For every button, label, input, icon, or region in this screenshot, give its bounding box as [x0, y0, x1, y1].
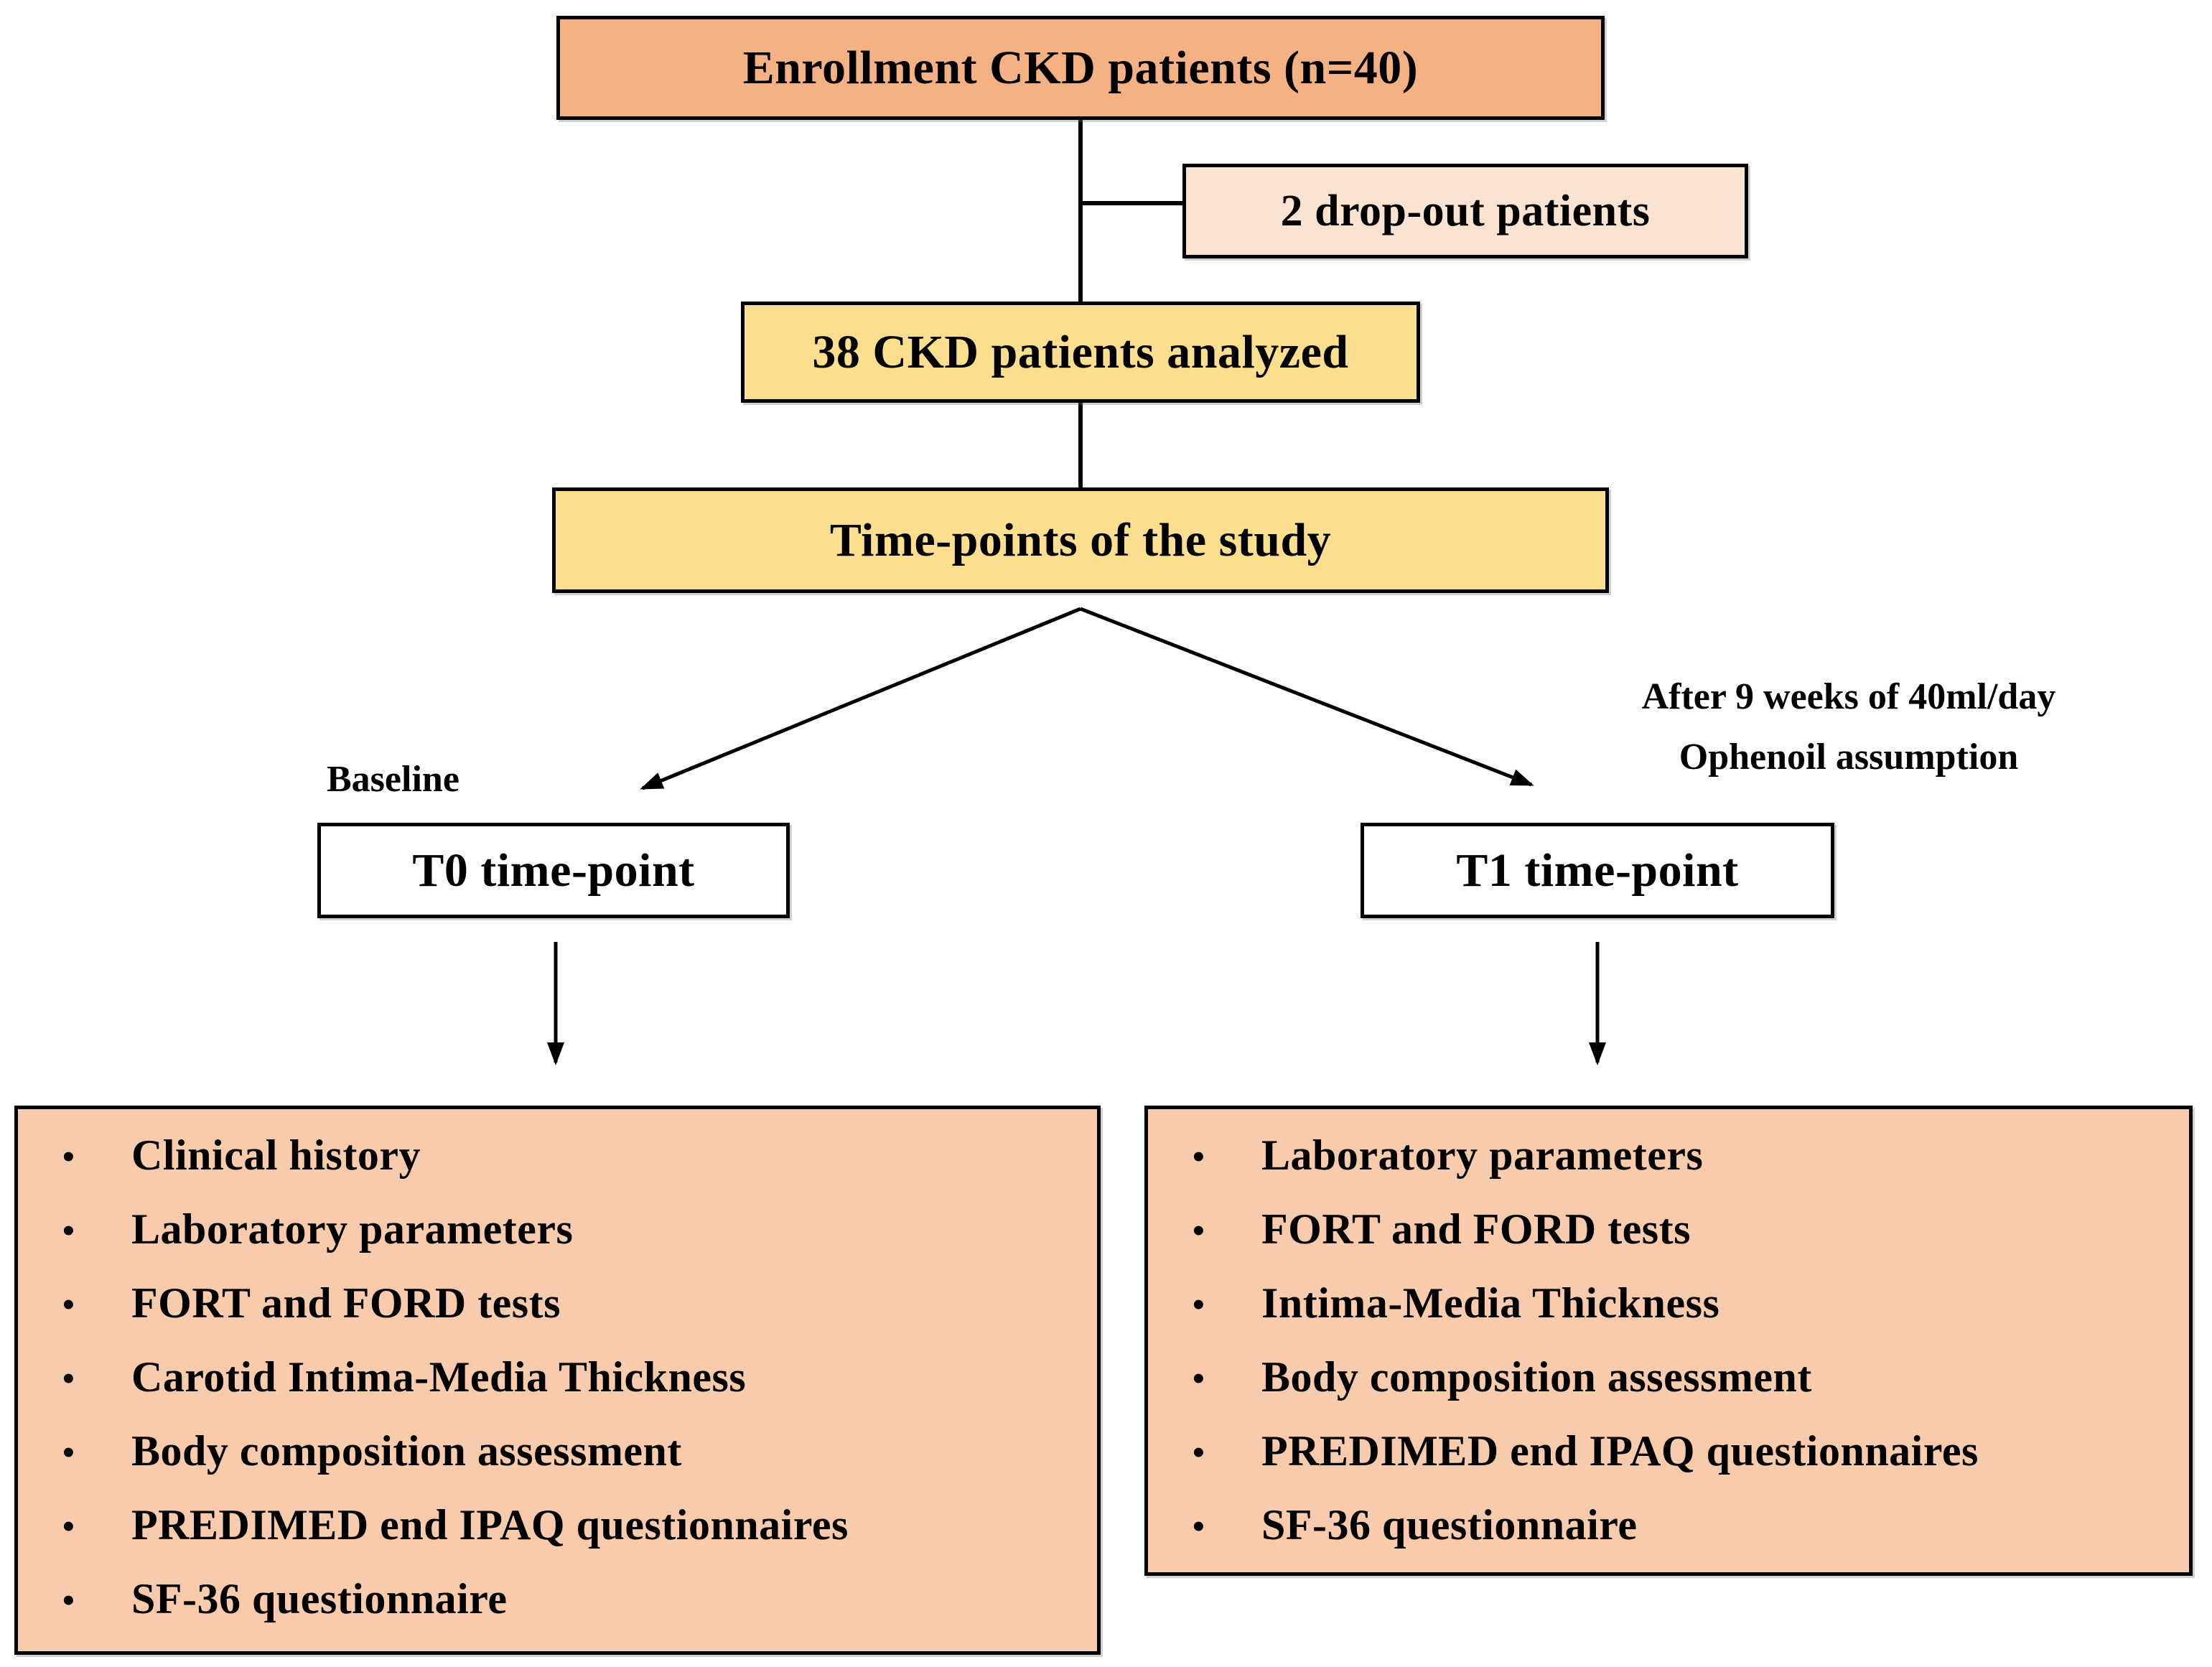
t1-label: T1 time-point: [1456, 844, 1739, 897]
list-item: PREDIMED end IPAQ questionnaires: [1193, 1415, 2175, 1489]
dropout-label: 2 drop-out patients: [1280, 186, 1651, 235]
list-item: PREDIMED end IPAQ questionnaires: [62, 1489, 1083, 1563]
t1-annotation-line2: Ophenoil assumption: [1679, 737, 2019, 778]
list-item: Carotid Intima-Media Thickness: [62, 1341, 1083, 1415]
t1-annotation-line1: After 9 weeks of 40ml/day: [1641, 676, 2056, 717]
list-item: Laboratory parameters: [1193, 1119, 2175, 1193]
arrow-timepoints-to-t1: [1080, 607, 1534, 787]
dropout-box: 2 drop-out patients: [1182, 164, 1748, 258]
timepoints-label: Time-points of the study: [829, 513, 1332, 566]
t0-timepoint-box: T0 time-point: [317, 823, 790, 918]
list-item: SF-36 questionnaire: [62, 1563, 1083, 1637]
list-item: Intima-Media Thickness: [1193, 1267, 2175, 1341]
list-item: Body composition assessment: [1193, 1341, 2175, 1415]
enrollment-box: Enrollment CKD patients (n=40): [556, 16, 1605, 120]
analyzed-label: 38 CKD patients analyzed: [812, 325, 1349, 378]
timepoints-box: Time-points of the study: [552, 487, 1609, 593]
t0-assessments-panel: Clinical history Laboratory parameters F…: [14, 1106, 1101, 1655]
list-item: SF-36 questionnaire: [1193, 1489, 2175, 1563]
enrollment-label: Enrollment CKD patients (n=40): [742, 41, 1419, 94]
arrow-timepoints-to-t0: [640, 607, 1081, 790]
t0-label: T0 time-point: [412, 844, 695, 897]
t1-annotation: After 9 weeks of 40ml/day Ophenoil assum…: [1576, 675, 2122, 795]
baseline-annotation: Baseline: [327, 759, 459, 800]
t1-assessments-list: Laboratory parameters FORT and FORD test…: [1148, 1109, 2189, 1563]
list-item: Body composition assessment: [62, 1415, 1083, 1489]
analyzed-box: 38 CKD patients analyzed: [741, 302, 1420, 403]
t1-timepoint-box: T1 time-point: [1361, 823, 1834, 918]
t1-assessments-panel: Laboratory parameters FORT and FORD test…: [1144, 1106, 2193, 1576]
list-item: FORT and FORD tests: [1193, 1193, 2175, 1267]
list-item: FORT and FORD tests: [62, 1267, 1083, 1341]
t0-assessments-list: Clinical history Laboratory parameters F…: [18, 1109, 1097, 1637]
list-item: Laboratory parameters: [62, 1193, 1083, 1267]
list-item: Clinical history: [62, 1119, 1083, 1193]
